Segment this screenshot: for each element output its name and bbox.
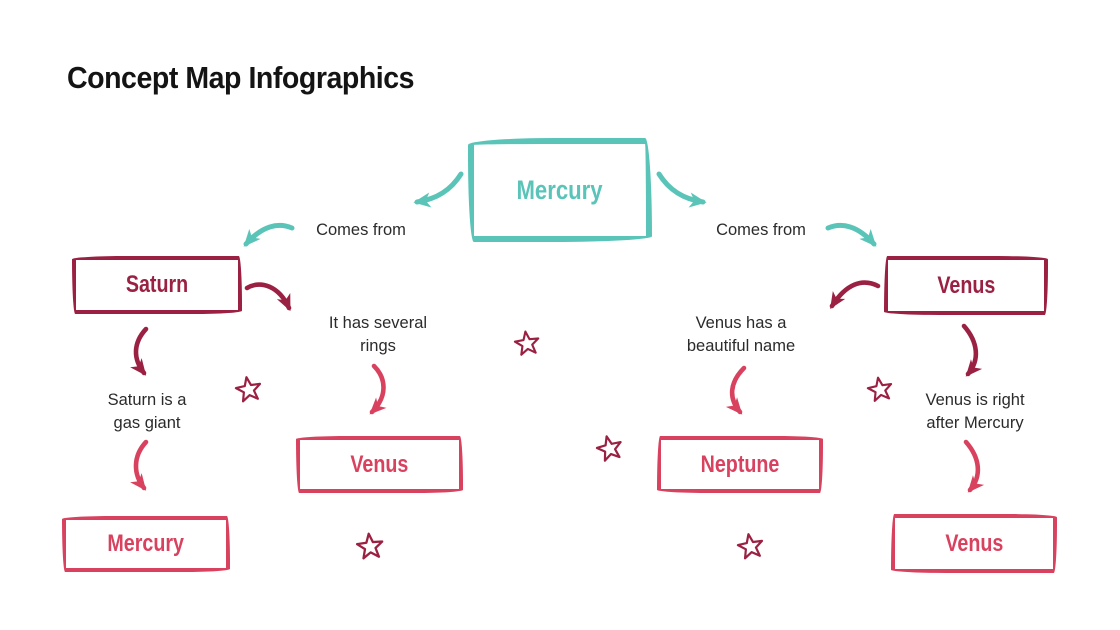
curved-arrow-icon <box>130 326 149 376</box>
node-label: Venus <box>945 529 1003 557</box>
node-label: Neptune <box>700 450 780 478</box>
curved-arrow-icon <box>130 439 149 491</box>
curved-arrow-icon <box>825 222 877 247</box>
annotation-comes-from-left: Comes from <box>316 221 406 239</box>
annotation-after-mercury: Venus is right after Mercury <box>925 391 1025 432</box>
curved-arrow-icon <box>243 222 295 247</box>
node-venus-middle: Venus <box>296 436 463 493</box>
curved-arrow-icon <box>963 439 985 493</box>
node-label: Venus <box>937 271 995 299</box>
annotation-beautiful-name: Venus has a beautiful name <box>686 314 796 355</box>
star-icon <box>513 330 540 356</box>
node-label: Saturn <box>125 271 189 298</box>
star-icon <box>355 532 384 560</box>
node-neptune: Neptune <box>657 436 823 493</box>
annotation-gas-giant: Saturn is a gas giant <box>107 391 187 432</box>
node-label: Mercury <box>516 174 604 205</box>
page-title: Concept Map Infographics <box>67 60 415 95</box>
star-icon <box>234 376 262 403</box>
node-label: Mercury <box>107 530 185 557</box>
annotation-several-rings: It has several rings <box>328 314 428 355</box>
curved-arrow-icon <box>656 171 707 208</box>
node-saturn: Saturn <box>72 256 242 314</box>
annotation-comes-from-right: Comes from <box>716 221 806 239</box>
star-icon <box>595 435 622 462</box>
node-venus-top-right: Venus <box>884 256 1048 315</box>
node-mercury-bottom: Mercury <box>62 516 230 572</box>
curved-arrow-icon <box>369 363 387 415</box>
node-label: Venus <box>350 450 409 478</box>
node-mercury-top: Mercury <box>468 138 652 242</box>
star-icon <box>736 533 764 560</box>
curved-arrow-icon <box>961 323 983 377</box>
curved-arrow-icon <box>725 365 747 415</box>
curved-arrow-icon <box>829 280 881 309</box>
star-icon <box>866 376 893 402</box>
curved-arrow-icon <box>244 282 292 312</box>
node-venus-bottom: Venus <box>891 514 1057 573</box>
curved-arrow-icon <box>413 171 464 208</box>
